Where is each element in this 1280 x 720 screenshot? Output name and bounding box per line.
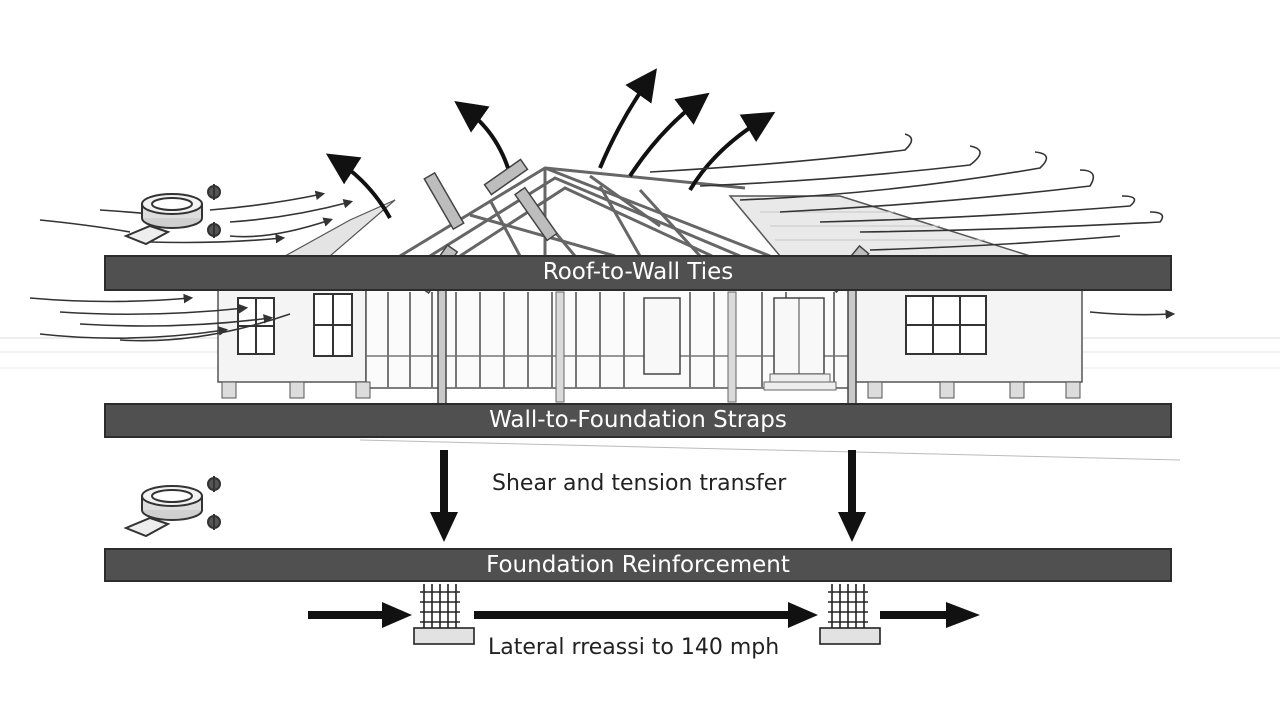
lateral-load-arrow-icon [308, 602, 980, 628]
windows [237, 293, 987, 357]
foundation-reinforcement-band: Foundation Reinforcement [104, 548, 1172, 582]
house-framed-center [365, 289, 853, 389]
hurricane-tie-connector-icon [123, 184, 221, 246]
wind-gust-icon [29, 133, 1176, 342]
hurricane-tie-connector-icon [123, 476, 221, 538]
house-illustration [217, 158, 1083, 399]
load-down-arrow-icon [430, 450, 866, 542]
wall-to-foundation-straps-band: Wall-to-Foundation Straps [104, 403, 1172, 438]
roof-to-wall-ties-band: Roof-to-Wall Ties [104, 255, 1172, 291]
uplift-arrow-icon [325, 68, 776, 219]
lateral-resistance-caption: Lateral rreassi to 140 mph [488, 635, 780, 660]
wall-studs [387, 292, 835, 388]
rebar-footing-icon [413, 584, 881, 645]
foundation-piers [221, 381, 1081, 399]
shear-transfer-caption: Shear and tension transfer [492, 471, 787, 496]
front-door [643, 297, 681, 375]
